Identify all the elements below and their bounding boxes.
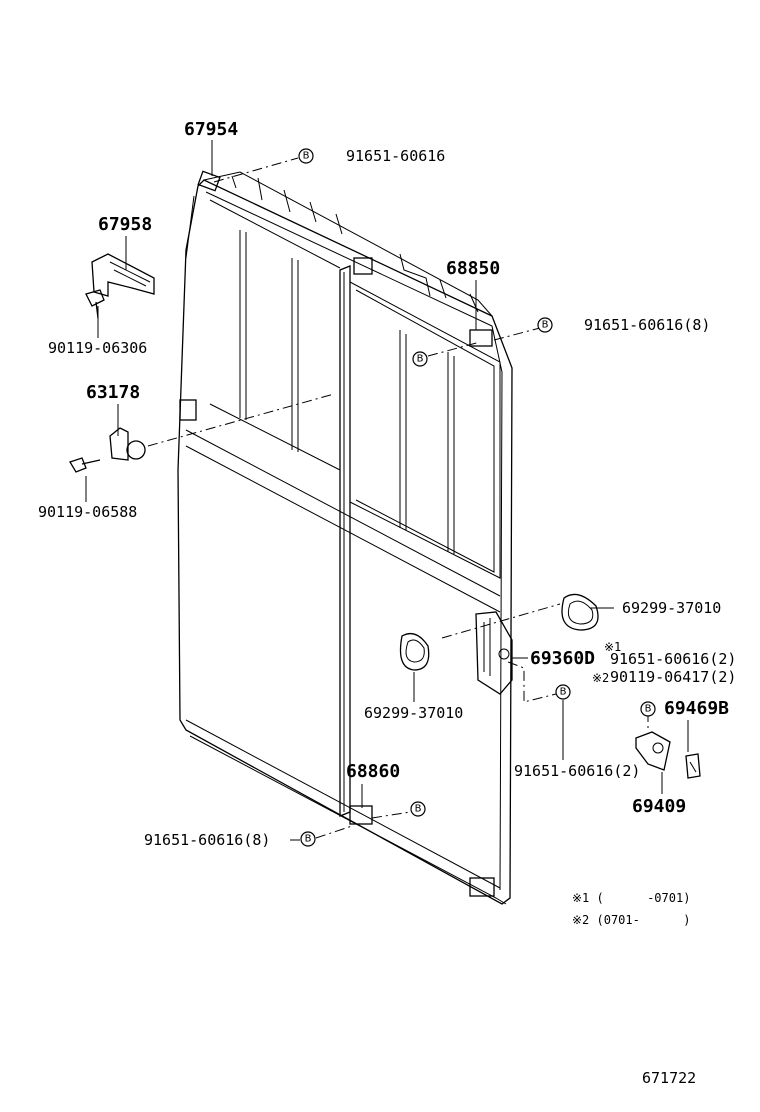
note-1: ※1 ( -0701) bbox=[572, 891, 690, 905]
part-label-69409: 69409 bbox=[632, 796, 686, 817]
part-label-69299-right: 69299-37010 bbox=[622, 599, 721, 617]
ref-label-90119-06588: 90119-06588 bbox=[38, 503, 137, 521]
svg-text:B: B bbox=[542, 320, 549, 331]
notes: ※1 ( -0701) ※2 (0701- ) 671722 bbox=[572, 891, 696, 1087]
reference-badges: B B B B B B B bbox=[298, 148, 656, 847]
ref-label-91651-2-b: 91651-60616(2) bbox=[514, 762, 640, 780]
part-label-67954: 67954 bbox=[184, 119, 238, 140]
badge-b-top: B bbox=[298, 148, 314, 164]
ref-label-90119-06306: 90119-06306 bbox=[48, 339, 147, 357]
svg-text:B: B bbox=[417, 354, 424, 365]
badge-b-right-far: B bbox=[640, 701, 656, 717]
svg-text:B: B bbox=[305, 834, 312, 845]
plate-63178-sketch bbox=[109, 427, 129, 461]
badge-b-lower-left: B bbox=[300, 831, 316, 847]
bolt-06588-sketch bbox=[69, 457, 101, 473]
badge-b-right-upper: B bbox=[537, 317, 553, 333]
grommet-right-sketch bbox=[561, 593, 599, 631]
svg-text:B: B bbox=[303, 151, 310, 162]
part-label-69469b: 69469B bbox=[664, 698, 729, 719]
svg-text:B: B bbox=[560, 687, 567, 698]
note-mark-1: ※1 bbox=[604, 640, 621, 654]
striker-69409-sketch bbox=[635, 731, 671, 771]
part-labels: 67954 91651-60616 67958 90119-06306 6885… bbox=[38, 119, 736, 849]
svg-text:B: B bbox=[415, 804, 422, 815]
ref-label-91651-8-left: 91651-60616(8) bbox=[144, 831, 270, 849]
part-label-68850: 68850 bbox=[446, 258, 500, 279]
figure-number: 671722 bbox=[642, 1069, 696, 1087]
grommet-left-sketch bbox=[399, 632, 430, 671]
spacer-69469b-sketch bbox=[685, 753, 701, 779]
leader-lines bbox=[85, 140, 689, 841]
part-label-63178: 63178 bbox=[86, 382, 140, 403]
door-assembly-drawing bbox=[177, 170, 513, 905]
note-2: ※2 (0701- ) bbox=[572, 913, 690, 927]
svg-text:B: B bbox=[645, 704, 652, 715]
part-label-67958: 67958 bbox=[98, 214, 152, 235]
component-sketches bbox=[69, 253, 701, 779]
badge-b-center-upper: B bbox=[412, 351, 428, 367]
note-mark-2: ※2 bbox=[592, 671, 609, 685]
part-label-69299-left: 69299-37010 bbox=[364, 704, 463, 722]
ref-label-91651-8-right: 91651-60616(8) bbox=[584, 316, 710, 334]
ref-label-91651-top: 91651-60616 bbox=[346, 147, 445, 165]
ref-label-90119-06417: 90119-06417(2) bbox=[610, 668, 736, 686]
bolt-06306-sketch bbox=[85, 289, 105, 319]
part-label-69360d: 69360D bbox=[530, 648, 595, 669]
badge-b-lower: B bbox=[410, 801, 426, 817]
ref-label-91651-2-a: 91651-60616(2) bbox=[610, 650, 736, 668]
bracket-67958-sketch bbox=[91, 253, 155, 297]
badge-b-right-mid: B bbox=[555, 684, 571, 700]
part-label-68860: 68860 bbox=[346, 761, 400, 782]
